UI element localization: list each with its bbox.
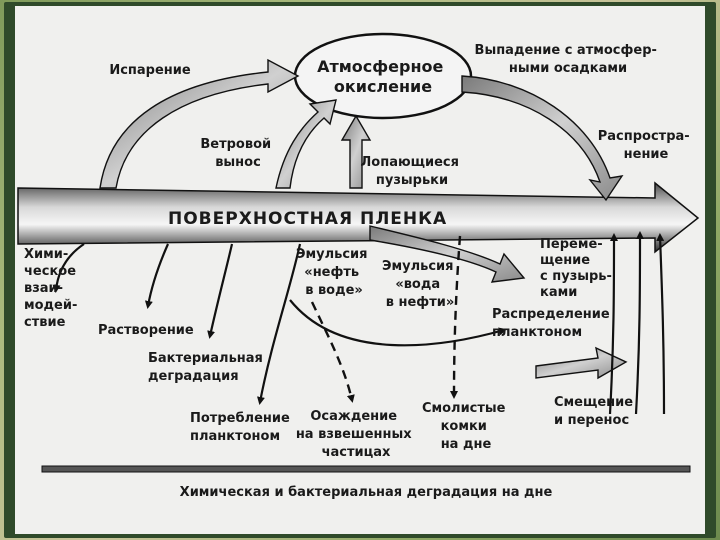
sedimentation-arrow — [310, 301, 355, 403]
thin-arrows — [52, 231, 666, 415]
tar-balls-label: Смолистые комки на дне — [422, 401, 510, 452]
seabed-bar — [41, 465, 691, 473]
chemical-arrow — [52, 243, 85, 293]
plankton-distribution-label: Распределение планктоном — [492, 307, 614, 340]
seabed-label: Химическая и бактериальная деградация на… — [180, 485, 553, 500]
bubbles-arrow — [340, 114, 372, 189]
emulsion-arrow — [369, 225, 526, 283]
dissolution-arrow — [144, 243, 170, 309]
emulsion-water-oil-label: Эмульсия «вода в нефти» — [382, 259, 458, 310]
bubble-transfer-arrow-2 — [634, 231, 644, 415]
dissolution-label: Растворение — [98, 323, 194, 338]
dashed-arrows — [310, 235, 462, 403]
bacterial-arrow — [207, 243, 234, 339]
atmosphere-label: Атмосферное окисление — [317, 57, 449, 96]
emulsion-oil-water-label: Эмульсия «нефть в воде» — [296, 247, 372, 298]
bubbles-label: Лопающиеся пузырьки — [360, 155, 463, 188]
bubble-transfer-arrow-1 — [608, 233, 618, 415]
chemical-label: Хими- ческое взаи- модей- ствие — [24, 247, 82, 330]
plankton-consumption-label: Потребление планктоном — [190, 411, 294, 444]
plankton-distribution-arrow — [289, 299, 507, 347]
plankton-consumption-arrow — [257, 243, 302, 405]
sedimentation-label: Осаждение на взвешенных частицах — [296, 409, 416, 460]
bubble-transfer-label: Переме- щение с пузырь- ками — [540, 237, 616, 300]
wind-arrow — [275, 99, 337, 189]
spreading-label: Распростра- нение — [598, 129, 694, 162]
broad-arrows — [99, 58, 628, 380]
evaporation-label: Испарение — [109, 63, 191, 78]
wind-label: Ветровой вынос — [200, 137, 275, 170]
bubble-transfer-arrow-3 — [656, 233, 666, 415]
surface-film-label: ПОВЕРХНОСТНАЯ ПЛЕНКА — [168, 209, 447, 229]
surface-film-arrow — [17, 181, 700, 254]
displacement-label: Смещение и перенос — [554, 395, 638, 428]
evaporation-arrow — [99, 58, 300, 189]
bacterial-label: Бактериальная деградация — [148, 351, 267, 384]
deposition-arrow — [461, 75, 624, 202]
deposition-label: Выпадение с атмосфер- ными осадками — [475, 43, 662, 76]
tar-balls-arrow — [450, 235, 462, 399]
